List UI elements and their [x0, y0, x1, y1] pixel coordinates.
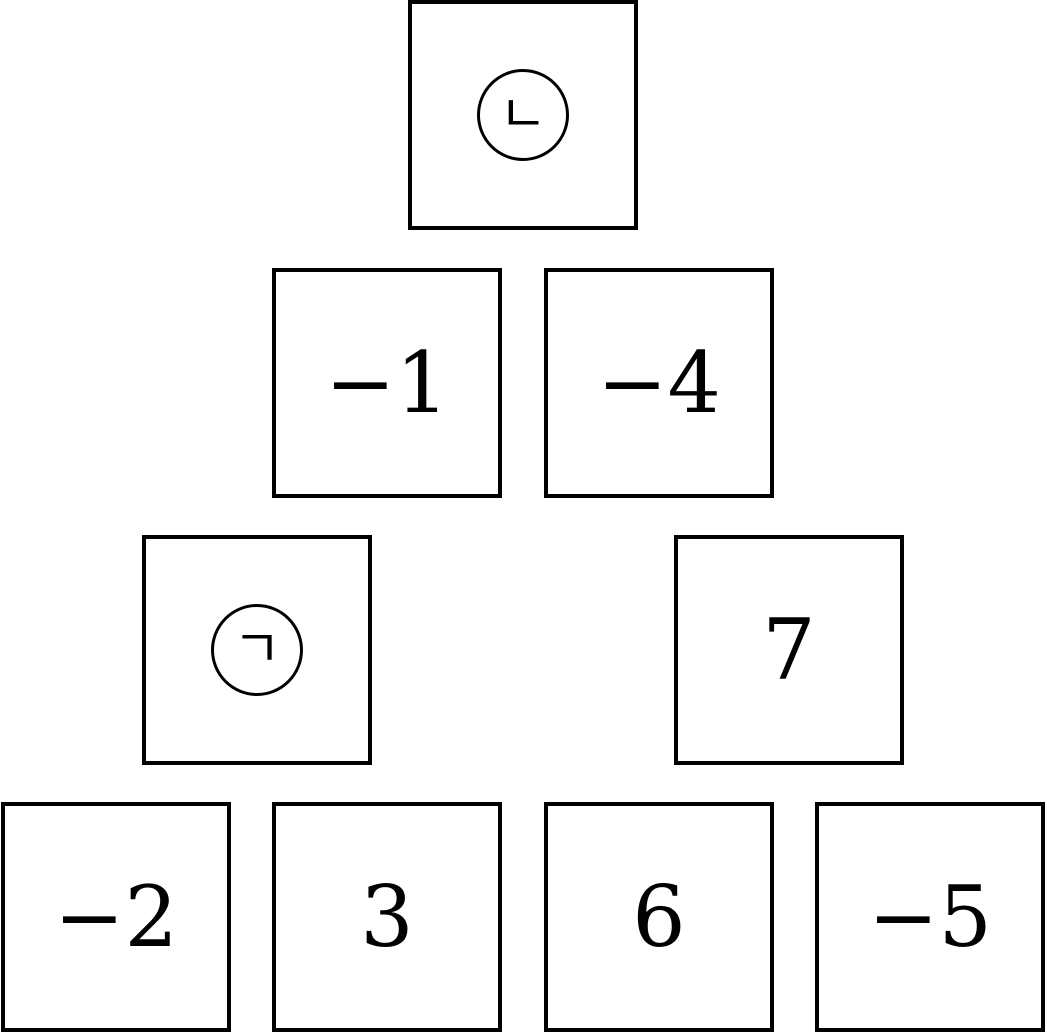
pyramid-box-row4-2: 3: [272, 802, 502, 1032]
box-value: 3: [360, 868, 414, 966]
box-label: ㄱ: [233, 620, 281, 680]
box-value: −4: [597, 334, 721, 432]
box-label: ㄴ: [499, 85, 547, 145]
box-value: −1: [325, 334, 449, 432]
pyramid-box-row4-4: −5: [815, 802, 1045, 1032]
pyramid-box-row4-1: −2: [1, 802, 231, 1032]
circled-letter-giyeok: ㄱ: [211, 604, 303, 696]
box-value: −2: [54, 868, 178, 966]
pyramid-box-row3-left: ㄱ: [142, 535, 372, 765]
pyramid-box-row2-right: −4: [544, 268, 774, 498]
circled-letter-nieun: ㄴ: [477, 69, 569, 161]
pyramid-box-top: ㄴ: [408, 0, 638, 230]
box-value: 7: [762, 601, 816, 699]
pyramid-box-row4-3: 6: [544, 802, 774, 1032]
pyramid-box-row2-left: −1: [272, 268, 502, 498]
box-value: 6: [632, 868, 686, 966]
pyramid-box-row3-right: 7: [674, 535, 904, 765]
box-value: −5: [868, 868, 992, 966]
